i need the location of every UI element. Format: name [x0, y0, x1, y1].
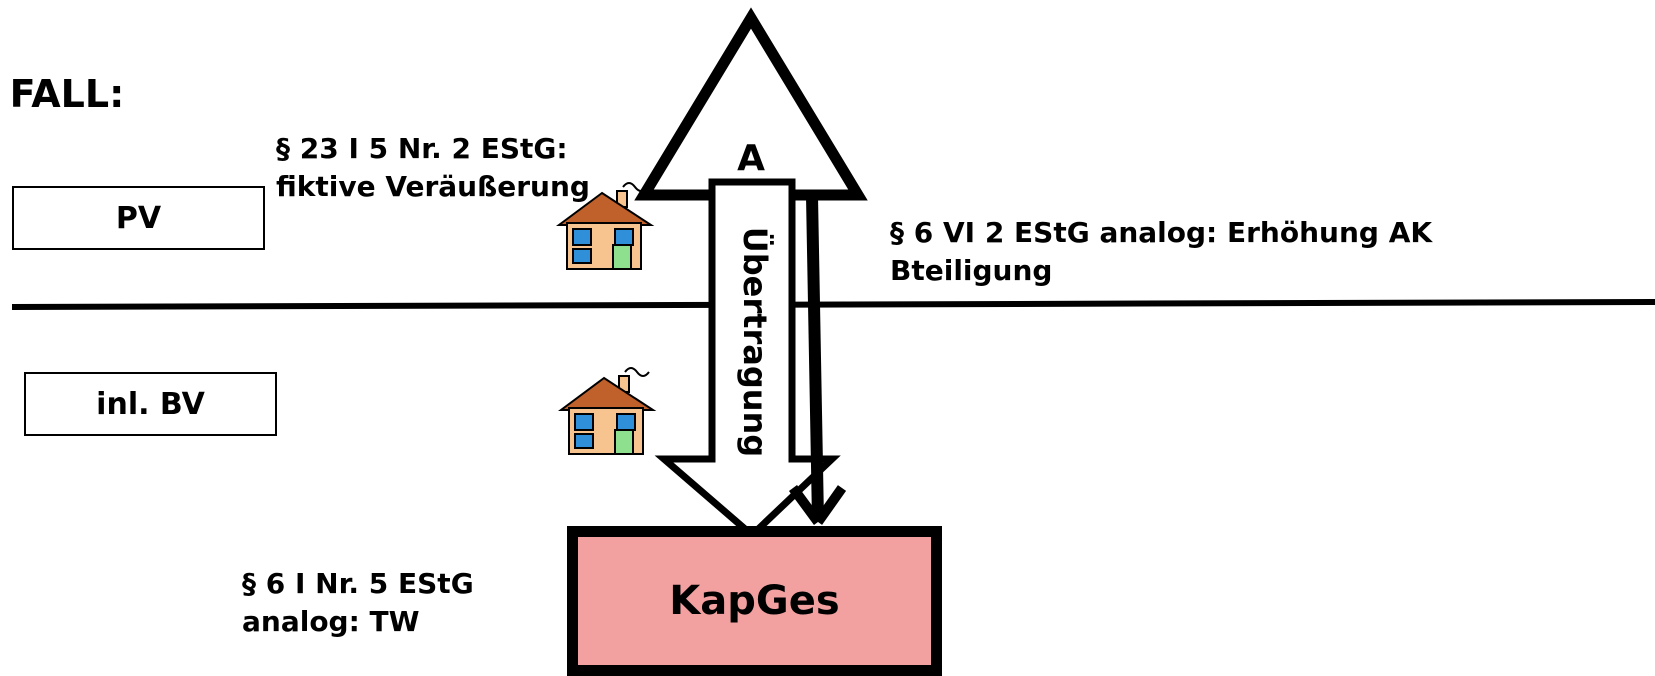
heading-text: FALL: [9, 72, 125, 116]
participation-arrow-shaft [806, 195, 824, 521]
transfer-arrow [654, 178, 841, 540]
note-section-6-vi-line2: Bteiligung [890, 254, 1053, 287]
transfer-label-text: Übertragung [736, 226, 774, 458]
divider-line [11, 299, 1655, 310]
kapges-label: KapGes [669, 578, 840, 624]
inland-bv-box: inl. BV [24, 372, 277, 436]
note-section-23-line2: fiktive Veräußerung [276, 170, 590, 203]
note-section-6-i-line1: § 6 I Nr. 5 EStG [242, 567, 474, 600]
note-section-23: § 23 I 5 Nr. 2 EStG: fiktive Veräußerung [276, 130, 590, 206]
person-label: A [737, 138, 765, 179]
participation-arrow-head-left [788, 485, 823, 525]
note-section-23-line1: § 23 I 5 Nr. 2 EStG: [276, 132, 568, 165]
note-section-6-i: § 6 I Nr. 5 EStG analog: TW [242, 565, 474, 641]
note-section-6-i-line2: analog: TW [242, 605, 420, 638]
house-icon [555, 182, 655, 270]
participation-arrow-head-right [813, 485, 847, 525]
kapges-box: KapGes [567, 526, 942, 676]
pv-label: PV [115, 200, 162, 236]
note-section-6-vi: § 6 VI 2 EStG analog: Erhöhung AK Bteili… [890, 214, 1432, 290]
inland-bv-label: inl. BV [96, 386, 205, 422]
case-heading: . FALL: [0, 72, 125, 116]
note-section-6-vi-line1: § 6 VI 2 EStG analog: Erhöhung AK [890, 216, 1433, 249]
house-icon [557, 367, 657, 455]
pv-box: PV [12, 186, 265, 250]
